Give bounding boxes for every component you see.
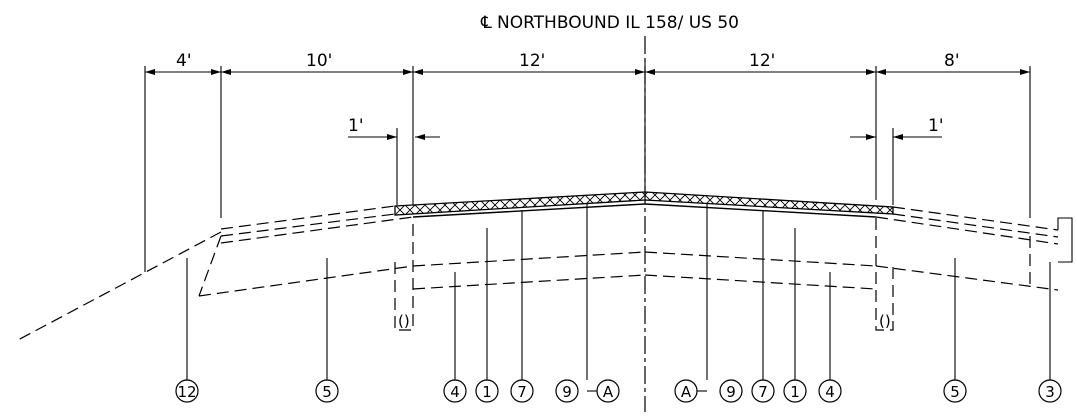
edge-drain-left: () [394,218,414,331]
dim-label-4ft: 4' [176,51,192,71]
dim-label-1ft-left: 1' [348,116,364,136]
callout-a-left: A [596,379,620,403]
svg-text:3: 3 [1045,383,1055,401]
svg-text:9: 9 [726,383,736,401]
subbase-layers [412,251,877,290]
dim-label-12ft-right: 12' [749,51,775,71]
svg-text:A: A [681,383,692,401]
base-line-left [412,203,646,218]
svg-text:7: 7 [758,383,768,401]
dim-label-8ft: 8' [944,51,960,71]
svg-text:(): () [398,312,410,330]
edge-drain-right: () [875,218,894,331]
svg-text:4: 4 [825,383,835,401]
dimension-line [144,60,1031,272]
drawing-title: NORTHBOUND IL 158/ US 50 [497,13,739,33]
svg-text:(): () [879,312,891,330]
left-shoulder-layers [17,205,414,341]
callout-4-right: 4 [818,379,842,403]
callout-3: 3 [1038,379,1062,403]
callout-7-right: 7 [751,379,775,403]
base-line-right [644,203,877,218]
callout-1-left: 1 [475,379,499,403]
dim-label-1ft-right: 1' [928,116,944,136]
svg-text:5: 5 [950,383,960,401]
leader-lines [186,203,1051,392]
callout-5-left: 5 [315,379,339,403]
callout-4-left: 4 [443,379,467,403]
one-foot-dimension-right [850,128,942,205]
dim-label-12ft-left: 12' [519,51,545,71]
one-foot-dimension-left [348,128,440,205]
callout-9-right: 9 [719,379,743,403]
svg-text:1: 1 [790,383,800,401]
callout-5-right: 5 [943,379,967,403]
dim-label-10ft: 10' [306,51,332,71]
svg-text:7: 7 [517,383,527,401]
svg-text:9: 9 [562,383,572,401]
right-shoulder-layers [875,206,1073,291]
svg-text:4: 4 [450,383,460,401]
callout-a-right: A [674,379,698,403]
svg-text:A: A [603,383,614,401]
callout-7-left: 7 [510,379,534,403]
callout-9-left: 9 [555,379,579,403]
svg-text:1: 1 [482,383,492,401]
callout-12: 12 [175,379,199,403]
callout-1-right: 1 [783,379,807,403]
centerline-symbol: ℄ [480,13,492,33]
svg-text:5: 5 [322,383,332,401]
svg-text:12: 12 [177,383,196,401]
